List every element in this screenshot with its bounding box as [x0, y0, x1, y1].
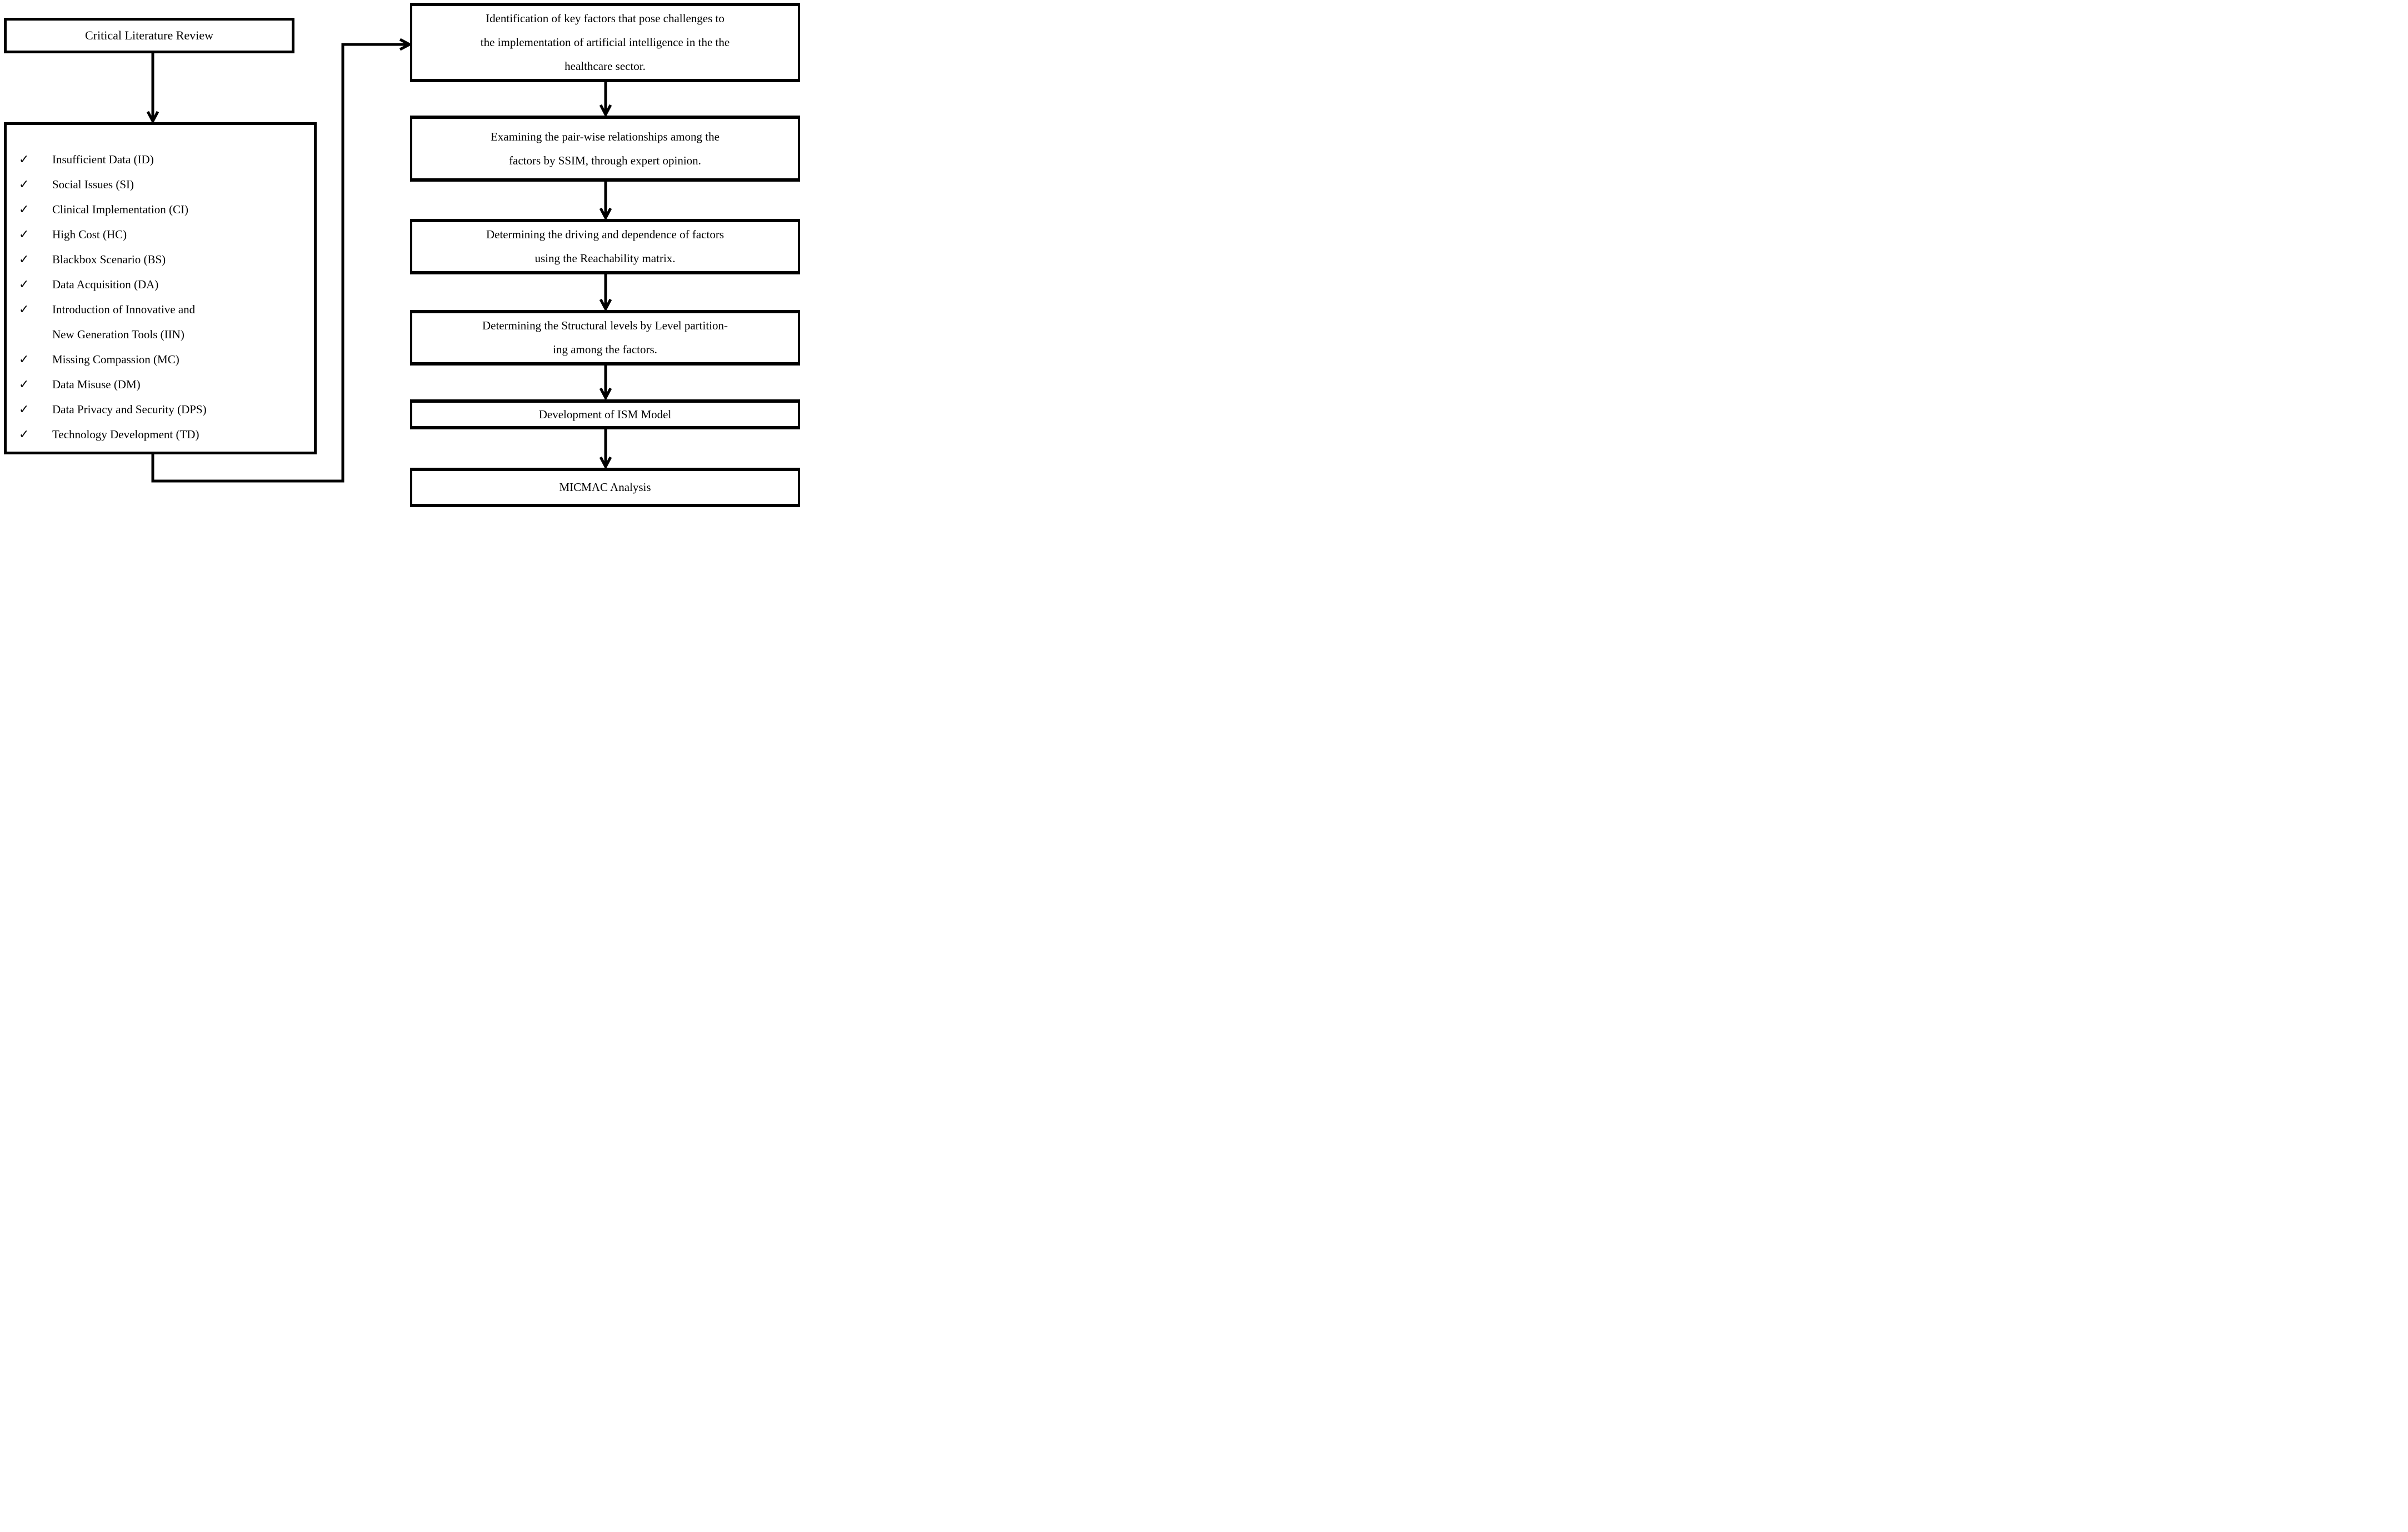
step-box-level-partitioning: Determining the Structural levels by Lev…: [410, 310, 800, 366]
checkmark-icon: ✓: [19, 403, 29, 417]
factor-item-insufficient-data: ✓ Insufficient Data (ID): [14, 147, 308, 172]
factor-label: Missing Compassion (MC): [52, 353, 179, 366]
factor-item-social-issues: ✓ Social Issues (SI): [14, 172, 308, 197]
factor-item-technology-development: ✓ Technology Development (TD): [14, 422, 308, 447]
factor-item-data-privacy-security: ✓ Data Privacy and Security (DPS): [14, 397, 308, 422]
factor-item-clinical-implementation: ✓ Clinical Implementation (CI): [14, 197, 308, 222]
factor-item-innovative-tools: ✓ Introduction of Innovative and New Gen…: [14, 297, 308, 347]
factor-label-line: Introduction of Innovative and: [52, 303, 196, 316]
factor-item-data-acquisition: ✓ Data Acquisition (DA): [14, 272, 308, 297]
step-text-line: factors by SSIM, through expert opinion.: [509, 153, 701, 167]
factor-item-high-cost: ✓ High Cost (HC): [14, 222, 308, 247]
arrow-step3-to-step4: [599, 274, 612, 312]
arrow-literature-to-factors: [146, 53, 159, 124]
factor-item-blackbox-scenario: ✓ Blackbox Scenario (BS): [14, 247, 308, 272]
factor-label: High Cost (HC): [52, 228, 127, 241]
step-text-line: MICMAC Analysis: [559, 480, 651, 494]
step-box-ism-model: Development of ISM Model: [410, 399, 800, 429]
factor-label: Insufficient Data (ID): [52, 153, 154, 166]
factor-item-missing-compassion: ✓ Missing Compassion (MC): [14, 347, 308, 372]
checkmark-icon: ✓: [19, 153, 29, 167]
step-text-line: the implementation of artificial intelli…: [480, 36, 730, 49]
step-box-micmac-analysis: MICMAC Analysis: [410, 468, 800, 507]
step-text-line: Examining the pair-wise relationships am…: [491, 129, 720, 143]
factor-label: Clinical Implementation (CI): [52, 203, 188, 216]
factor-label: Data Acquisition (DA): [52, 278, 159, 291]
step-text-line: healthcare sector.: [564, 59, 646, 73]
checkmark-icon: ✓: [19, 378, 29, 392]
step-text-line: Development of ISM Model: [538, 407, 672, 421]
factor-label: Data Privacy and Security (DPS): [52, 403, 207, 416]
step-text-line: Identification of key factors that pose …: [486, 12, 725, 25]
factor-label: Blackbox Scenario (BS): [52, 253, 166, 266]
step-text-line: using the Reachability matrix.: [534, 252, 676, 265]
factor-label: Introduction of Innovative and New Gener…: [52, 297, 195, 347]
checkmark-icon: ✓: [19, 253, 29, 267]
step-text-line: ing among the factors.: [553, 343, 657, 356]
flowchart-canvas: Critical Literature Review ✓ Insufficien…: [0, 0, 803, 510]
checkmark-icon: ✓: [19, 303, 29, 317]
checkmark-icon: ✓: [19, 228, 29, 242]
checkmark-icon: ✓: [19, 353, 29, 367]
step-box-identification: Identification of key factors that pose …: [410, 3, 800, 82]
arrow-step4-to-step5: [599, 366, 612, 401]
arrow-step2-to-step3: [599, 182, 612, 221]
factors-box: ✓ Insufficient Data (ID) ✓ Social Issues…: [4, 122, 317, 454]
checkmark-icon: ✓: [19, 278, 29, 292]
step-text-line: Determining the Structural levels by Lev…: [482, 319, 728, 332]
factor-label: Social Issues (SI): [52, 178, 134, 191]
factor-item-data-misuse: ✓ Data Misuse (DM): [14, 372, 308, 397]
factor-label-line: New Generation Tools (IIN): [52, 328, 184, 341]
step-box-pairwise-ssim: Examining the pair-wise relationships am…: [410, 116, 800, 182]
checkmark-icon: ✓: [19, 178, 29, 192]
arrow-step1-to-step2: [599, 82, 612, 118]
checkmark-icon: ✓: [19, 203, 29, 217]
checkmark-icon: ✓: [19, 428, 29, 442]
step-box-reachability-matrix: Determining the driving and dependence o…: [410, 219, 800, 274]
factor-label: Technology Development (TD): [52, 428, 199, 441]
literature-review-label: Critical Literature Review: [85, 28, 213, 42]
factor-label: Data Misuse (DM): [52, 378, 141, 391]
arrow-step5-to-step6: [599, 429, 612, 470]
step-text-line: Determining the driving and dependence o…: [486, 228, 724, 241]
literature-review-box: Critical Literature Review: [4, 18, 294, 53]
